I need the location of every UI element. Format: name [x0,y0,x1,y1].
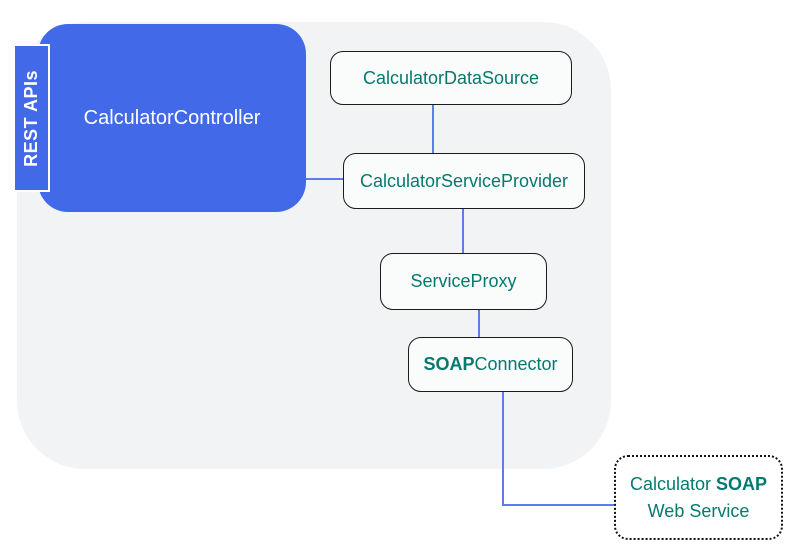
node-web-service-line1: Calculator SOAP [630,471,767,498]
node-calculator-service-provider-label: CalculatorServiceProvider [359,170,569,191]
node-web-service-line1-bold: SOAP [716,473,768,494]
node-calculator-controller: CalculatorController [38,24,306,212]
node-calculator-controller-label: CalculatorController [83,106,261,129]
node-soap-connector-label-bold-part: SOAP [423,354,475,374]
node-calculator-soap-web-service: Calculator SOAP Web Service [614,455,783,540]
connector-serviceprovider-to-serviceproxy [462,209,464,253]
connector-soapconnector-to-webservice-vertical [502,392,504,506]
node-soap-connector-label-rest-part: Connector [474,354,558,374]
node-calculator-service-provider: CalculatorServiceProvider [343,153,585,209]
connector-controller-to-serviceprovider [306,178,343,180]
node-web-service-line1-normal: Calculator [629,473,717,494]
node-calculator-data-source-label: CalculatorDataSource [362,67,540,88]
node-soap-connector-label: SOAPConnector [423,354,557,375]
rest-apis-tag: REST APIs [13,44,50,192]
connector-soapconnector-to-webservice-horizontal [502,504,614,506]
node-web-service-line2: Web Service [647,500,750,521]
node-calculator-data-source: CalculatorDataSource [330,51,572,105]
node-service-proxy-label: ServiceProxy [410,271,517,291]
connector-datasource-to-serviceprovider [432,105,434,153]
connector-serviceproxy-to-soapconnector [478,310,480,337]
node-soap-connector: SOAPConnector [408,337,573,392]
rest-apis-tag-label: REST APIs [21,69,41,167]
node-service-proxy: ServiceProxy [380,253,547,310]
